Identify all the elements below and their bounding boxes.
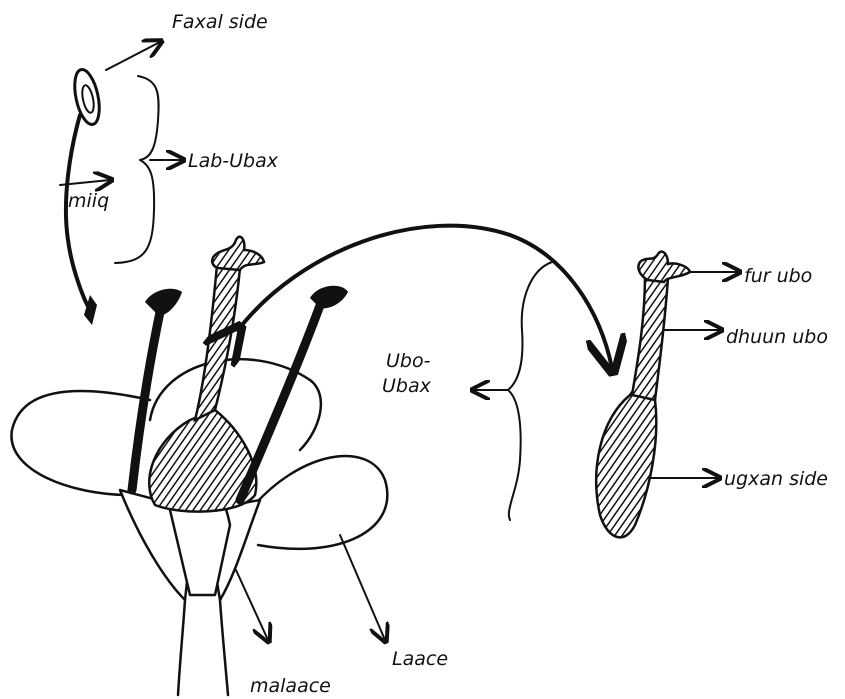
stigma-detail	[638, 252, 690, 282]
label-fur-ubo: fur ubo	[744, 265, 812, 287]
flower	[11, 237, 387, 695]
label-dhuun-ubo: dhuun ubo	[726, 326, 828, 348]
anther-inner	[80, 84, 96, 113]
label-malaace: malaace	[250, 675, 331, 697]
label-faxal-side: Faxal side	[172, 11, 268, 33]
stamen-right	[240, 300, 322, 500]
stamen-detail	[60, 42, 182, 325]
label-laace: Laace	[392, 648, 448, 670]
label-ugxan-side: ugxan side	[724, 468, 828, 490]
faxal-side-arrow	[106, 42, 160, 70]
anther	[70, 67, 103, 126]
label-ubo-ubax-2: Ubax	[382, 375, 432, 397]
label-ubo-ubax-1: Ubo-	[386, 350, 431, 372]
style-detail	[632, 275, 668, 400]
ubo-ubax-brace	[508, 262, 552, 520]
stem	[178, 600, 228, 695]
ovary-detail	[596, 384, 656, 537]
petal-right	[250, 456, 387, 549]
pistil-style	[195, 265, 240, 420]
malaace-arrow	[236, 570, 268, 640]
filament	[66, 115, 90, 310]
pistil-detail	[474, 252, 738, 538]
connector-double-arrow	[238, 226, 612, 368]
pistil-stigma	[212, 237, 264, 270]
lab-ubax-brace	[115, 76, 159, 263]
label-lab-ubax: Lab-Ubax	[188, 150, 279, 172]
laace-arrow	[340, 535, 385, 640]
stamen-left-anther	[145, 289, 182, 316]
label-miiq: miiq	[68, 190, 109, 212]
